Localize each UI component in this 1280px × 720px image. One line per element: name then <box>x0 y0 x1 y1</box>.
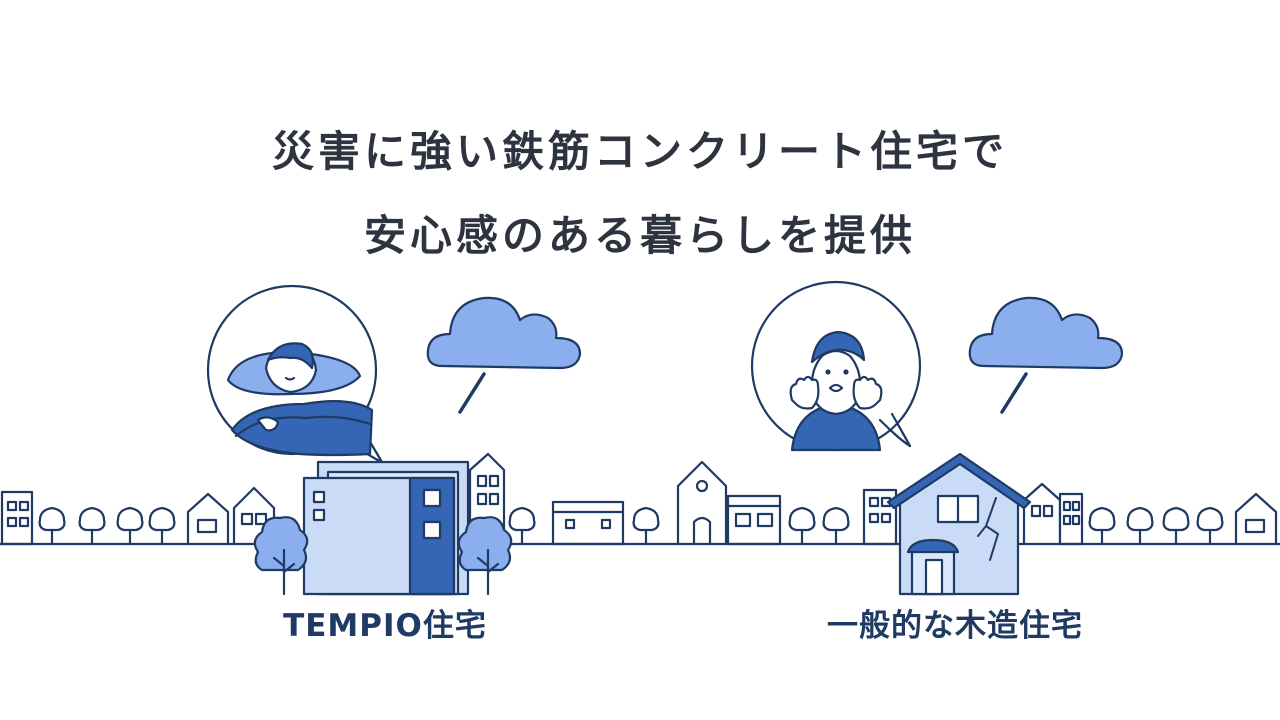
background-tree <box>632 506 660 546</box>
caption-tempio-house: TEMPIO住宅 <box>283 608 487 644</box>
background-tree <box>1162 506 1190 546</box>
cloud-icon <box>426 296 582 414</box>
background-tree <box>508 506 536 546</box>
background-tree <box>78 506 106 546</box>
background-house <box>726 494 782 546</box>
wooden-house <box>886 452 1032 596</box>
caption-wooden-house: 一般的な木造住宅 <box>827 608 1083 644</box>
background-tree <box>116 506 144 546</box>
background-tree <box>1088 506 1116 546</box>
tree-icon <box>253 516 309 596</box>
background-tree <box>788 506 816 546</box>
speech-bubble-sleeping <box>206 284 384 464</box>
speech-bubble-scared <box>750 280 922 452</box>
background-house <box>862 488 898 546</box>
background-tree <box>148 506 176 546</box>
tree-icon <box>457 516 513 596</box>
headline-line-2: 安心感のある暮らしを提供 <box>363 211 916 260</box>
background-tree <box>1196 506 1224 546</box>
background-house <box>1022 482 1084 546</box>
background-house <box>1234 492 1278 546</box>
background-tree <box>38 506 66 546</box>
tempio-building <box>302 460 470 596</box>
headline-line-1: 災害に強い鉄筋コンクリート住宅で <box>271 127 1008 176</box>
background-house <box>186 492 230 546</box>
cloud-icon <box>968 296 1124 414</box>
background-tree <box>1126 506 1154 546</box>
background-tree <box>822 506 850 546</box>
background-house <box>551 500 625 546</box>
background-house <box>676 460 728 546</box>
background-house <box>0 490 34 546</box>
